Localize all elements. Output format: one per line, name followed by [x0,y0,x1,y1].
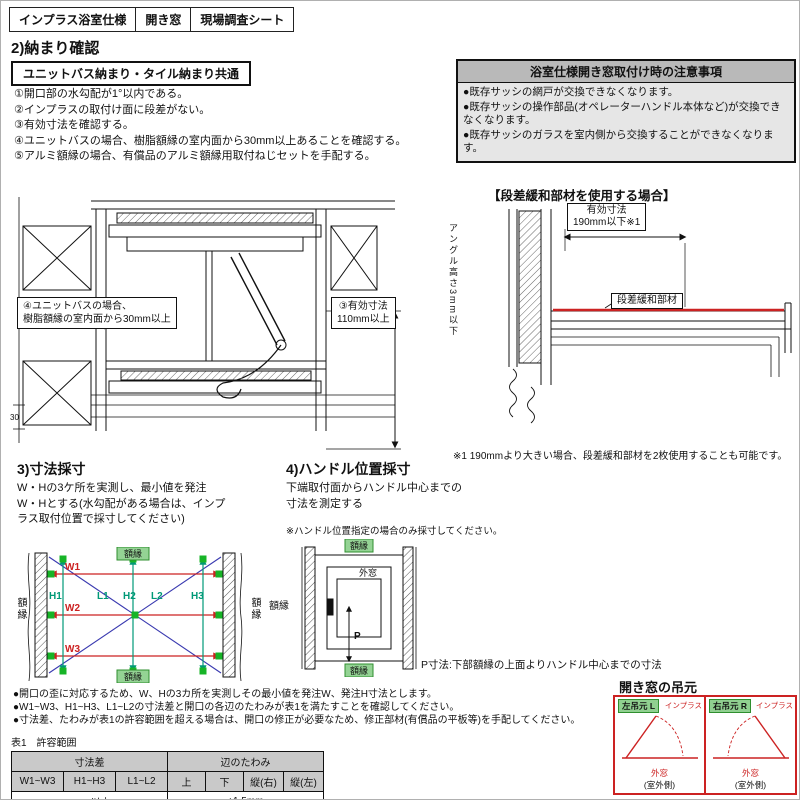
check-item-5: ⑤アルミ額縁の場合、有償品のアルミ額縁用取付ねじセットを手配する。 [14,150,376,162]
frame-label-top: 額縁 [124,548,142,559]
col-bottom: 下 [205,771,244,792]
section3-desc: W・Hの3ケ所を実測し、最小値を発注 W・Hとする(水勾配がある場合は、インプ … [17,481,225,528]
section2-subheading: ユニットバス納まり・タイル納まり共通 [11,61,252,86]
frame-label-left: 額縁 [15,597,26,621]
section3-desc-line2: W・Hとする(水勾配がある場合は、インプ [17,497,226,510]
h1-label: H1 [49,591,62,602]
sheet-title-product: インプラス浴室仕様 [10,8,137,31]
notice-item-2: ●既存サッシの操作部品(オペレーターハンドル本体など)が交換できなくなります。 [463,100,781,127]
note-bullet-3: ●寸法差、たわみが表1の許容範囲を超える場合は、開口の修正が必要なため、修正部材… [13,715,581,726]
hinge-left-outside-label: (室外側) [643,780,676,790]
l2-label: L2 [151,591,163,602]
w2-label: W2 [65,603,80,614]
step-member-label: 段差緩和部材 [611,293,683,309]
notice-box: 浴室仕様開き窓取付け時の注意事項 ●既存サッシの網戸が交換できなくなります。 ●… [456,59,796,163]
callout-effective-dim-line1: ③有効寸法 [338,301,388,312]
notice-body: ●既存サッシの網戸が交換できなくなります。 ●既存サッシの操作部品(オペレーター… [458,83,794,161]
hinge-left-label: 左吊元 L [618,699,660,713]
p-dim-label: P [354,631,361,642]
p-dim-note: P寸法:下部額縁の上面よりハンドル中心までの寸法 [421,659,662,671]
hinge-right-label: 右吊元 R [709,699,752,713]
col-group-deflection: 辺のたわみ [167,751,324,772]
hinge-right-diagram [713,715,789,759]
hinge-right-inplus-label: インプラス [755,701,793,710]
step-material-drawing [508,209,792,424]
frame-label-bottom: 額縁 [124,671,142,682]
table-caption: 表1 許容範囲 [11,738,77,749]
note-bullet-2: ●W1~W3、H1~H3、L1~L2の寸法差と開口の各辺のたわみが表1を満たすこ… [13,702,460,713]
step-material-heading: 【段差緩和部材を使用する場合】 [488,189,676,203]
notice-item-3: ●既存サッシのガラスを室内側から交換することができなくなります。 [463,128,774,155]
hinge-left-inplus-label: インプラス [664,701,702,710]
check-item-3: ③有効寸法を確認する。 [14,119,134,131]
col-w: W1~W3 [11,771,64,792]
effective-dim-line1: 有効寸法 [586,205,627,216]
callout-unit-bath-line2: 樹脂額縁の室内面から30mm以上 [23,314,171,325]
section3-desc-line3: ラス取付位置で採寸してください) [17,513,185,525]
col-vert-left: 縦(左) [283,771,324,792]
effective-dim-line2: 190mm以下※1 [573,217,641,228]
notes-list: ●開口の歪に対応するため、W、Hの3カ所を実測しその最小値を発注W、発注H寸法と… [13,688,580,727]
l1-label: L1 [97,591,109,602]
section3-desc-line1: W・Hの3ケ所を実測し、最小値を発注 [17,482,207,494]
tolerance-deflection-value: ±1.5mm [167,791,324,799]
hinge-left-outer-label: 外窓 [650,768,668,778]
section4-desc-line2: 寸法を測定する [286,497,363,510]
notice-title: 浴室仕様開き窓取付け時の注意事項 [458,61,794,83]
col-h: H1~H3 [63,771,116,792]
callout-unit-bath-line1: ④ユニットバスの場合、 [23,301,132,312]
section4-heading: 4)ハンドル位置採寸 [286,461,411,477]
h2-label: H2 [123,591,136,602]
hinge-heading: 開き窓の吊元 [619,680,698,695]
section4-desc-line1: 下端取付面からハンドル中心までの [286,482,462,494]
sheet-title: インプラス浴室仕様 開き窓 現場調査シート [9,7,295,32]
section3-heading: 3)寸法採寸 [17,461,86,477]
outer-window-label: 外窓 [359,567,377,578]
frame-label-right: 額縁 [249,597,260,621]
wh-measurement-drawing: W1 W2 W3 H1 H2 H3 L1 L2 額縁 額縁 [27,547,243,683]
col-top: 上 [167,771,206,792]
notice-item-1: ●既存サッシの網戸が交換できなくなります。 [463,86,679,98]
check-item-4: ④ユニットバスの場合、樹脂額縁の室内面から30mm以上あることを確認する。 [14,134,407,147]
hinge-right-outside-label: (室外側) [734,780,767,790]
note-bullet-1: ●開口の歪に対応するため、W、Hの3カ所を実測しその最小値を発注W、発注H寸法と… [13,689,437,700]
sheet-title-doc-type: 現場調査シート [200,13,285,27]
col-l: L1~L2 [115,771,168,792]
hinge-left-cell: 左吊元 L インプラス 外窓 (室外側) [615,697,704,793]
check-item-2: ②インプラスの取付け面に段差がない。 [14,103,211,116]
check-item-1: ①開口部の水勾配が1°以内である。 [14,88,189,100]
sheet-title-window-type: 開き窓 [136,8,192,31]
effective-dim-label: 有効寸法 190mm以下※1 [567,203,647,231]
frame-label-side-s4: 額縁 [269,601,289,612]
frame-label-bottom-s4: 額縁 [350,665,368,676]
dim-30-label: 30 [10,413,19,422]
hinge-direction-box: 左吊元 L インプラス 外窓 (室外側) 右吊元 R インプラス 外窓 (室外側… [613,695,797,795]
col-vert-right: 縦(右) [243,771,284,792]
tolerance-dim-value: 3mm以内 [11,791,168,799]
hinge-right-cell: 右吊元 R インプラス 外窓 (室外側) [704,697,795,793]
section2-heading: 2)納まり確認 [11,40,100,57]
section4-note: ※ハンドル位置指定の場合のみ採寸してください。 [286,526,503,537]
w1-label: W1 [65,562,80,573]
hinge-left-diagram [622,715,698,759]
footnote-1: ※1 190mmより大きい場合、段差緩和部材を2枚使用することも可能です。 [453,451,788,462]
col-group-dimension-diff: 寸法差 [11,751,168,772]
callout-effective-dim-line2: 110mm以上 [337,314,390,325]
check-list: ①開口部の水勾配が1°以内である。 ②インプラスの取付け面に段差がない。 ③有効… [14,87,406,165]
section4-desc: 下端取付面からハンドル中心までの 寸法を測定する [286,481,462,512]
callout-unit-bath: ④ユニットバスの場合、 樹脂額縁の室内面から30mm以上 [17,297,177,329]
h3-label: H3 [191,591,204,602]
callout-effective-dim: ③有効寸法 110mm以上 [331,297,396,329]
hinge-right-outer-label: 外窓 [741,768,759,778]
w3-label: W3 [65,644,80,655]
tolerance-table: 寸法差 辺のたわみ W1~W3 H1~H3 L1~L2 上 下 縦(右) 縦(左… [11,751,324,799]
tolerance-table-wrap: 表1 許容範囲 寸法差 辺のたわみ W1~W3 H1~H3 L1~L2 上 下 … [11,734,324,799]
handle-position-drawing: P 外窓 額縁 額縁 [301,539,417,677]
angle-height-label: アングル高さ3mm以下 [448,223,458,337]
frame-label-top-s4: 額縁 [350,540,368,551]
